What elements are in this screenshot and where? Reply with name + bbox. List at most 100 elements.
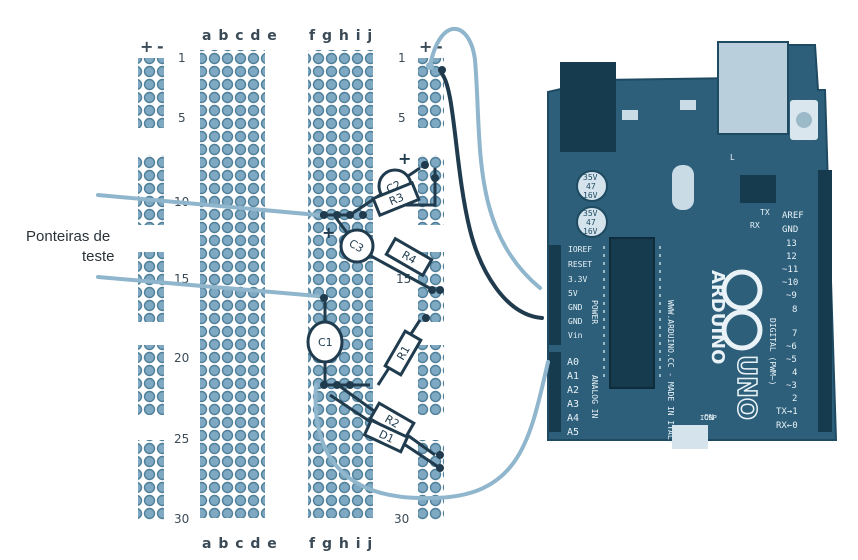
rail-plus-sign: + bbox=[140, 37, 153, 56]
arduino-board: 35V 47 16V 35V 47 16V WWW.ARDUINO.CC - M… bbox=[547, 41, 838, 449]
usb-chip bbox=[740, 175, 776, 203]
terminal-strip-left bbox=[200, 50, 265, 518]
digital-header-socket bbox=[818, 170, 832, 432]
tx-led-label: TX bbox=[760, 208, 770, 217]
probe-label-line1: Ponteiras de bbox=[26, 228, 110, 245]
column-letters-top-left: a b c d e bbox=[202, 28, 278, 44]
wire-gnd bbox=[440, 72, 544, 320]
power-pin-label: RESET bbox=[568, 260, 592, 269]
label-c2: C2 bbox=[384, 178, 403, 196]
digital-pin-label: ~5 bbox=[786, 355, 797, 365]
power-pin-label: IOREF bbox=[568, 245, 592, 254]
board-url: WWW.ARDUINO.CC - MADE IN ITALY bbox=[666, 300, 675, 445]
analog-header-socket bbox=[549, 352, 561, 432]
digital-pin-label: 7 bbox=[792, 329, 797, 339]
power-header-label: POWER bbox=[590, 300, 599, 324]
digital-pin-label: RX←0 bbox=[776, 421, 798, 431]
resistor-r3 bbox=[371, 180, 421, 218]
terminal-strip-right bbox=[308, 50, 373, 518]
probe-label: Ponteiras de teste bbox=[26, 228, 115, 265]
row-number: 1 bbox=[398, 51, 406, 65]
cap-marking: 47 bbox=[586, 218, 596, 227]
analog-pin-label: A1 bbox=[567, 371, 579, 382]
cap-marking: 16V bbox=[583, 227, 598, 236]
analog-header-label: ANALOG IN bbox=[590, 375, 599, 419]
probe-wire-top bbox=[96, 193, 320, 217]
smd-part bbox=[622, 110, 638, 120]
digital-pin-label: ~11 bbox=[782, 265, 798, 275]
analog-pin-label: A2 bbox=[567, 385, 579, 396]
rail-hole-group bbox=[138, 440, 164, 520]
usb-connector bbox=[717, 41, 789, 135]
analog-pin-label: A3 bbox=[567, 399, 579, 410]
column-letters-top-right: f g h i j bbox=[309, 28, 373, 44]
cap-marking: 35V bbox=[583, 173, 598, 182]
digital-pin-label: 12 bbox=[786, 252, 797, 262]
row-number: 5 bbox=[398, 111, 406, 125]
label-c3: C3 bbox=[347, 237, 366, 256]
digital-pin-label: AREF bbox=[782, 211, 804, 221]
row-number: 5 bbox=[178, 111, 186, 125]
crystal bbox=[672, 165, 694, 210]
rx-led-label: RX bbox=[750, 221, 760, 230]
terminal-dots bbox=[320, 62, 446, 472]
power-pin-label: GND bbox=[568, 317, 583, 326]
icsp-label: ICSP bbox=[700, 414, 717, 422]
column-letters-bottom-right: f g h i j bbox=[309, 536, 373, 552]
row-number: 30 bbox=[174, 512, 189, 526]
l-led-label: L bbox=[730, 153, 735, 162]
components bbox=[306, 166, 441, 470]
diode-d1 bbox=[362, 418, 410, 454]
row-number: 25 bbox=[174, 432, 189, 446]
probe-label-line2: teste bbox=[82, 248, 115, 265]
rail-hole-group bbox=[418, 345, 444, 415]
label-r4: R4 bbox=[399, 248, 418, 267]
digital-pin-label: 4 bbox=[792, 368, 797, 378]
row-numbers-right: 1 5 15 30 bbox=[394, 51, 411, 526]
power-pin-label: 3.3V bbox=[568, 275, 587, 284]
resistor-r4 bbox=[384, 236, 434, 278]
capacitor-c1 bbox=[306, 320, 344, 364]
digital-pin-label: ~6 bbox=[786, 342, 797, 352]
reset-button-cap bbox=[796, 112, 812, 128]
digital-pin-label: GND bbox=[782, 225, 798, 235]
digital-header: AREF GND 13 12 ~11 ~10 ~9 8 7 ~6 ~5 4 ~3… bbox=[768, 170, 832, 432]
model-name: UNO bbox=[731, 355, 761, 420]
digital-pin-label: 8 bbox=[792, 305, 797, 315]
row-number: 20 bbox=[174, 351, 189, 365]
column-letters-bottom-left: a b c d e bbox=[202, 536, 278, 552]
rail-hole-group bbox=[138, 58, 164, 128]
digital-pin-label: TX→1 bbox=[776, 407, 798, 417]
analog-header: A0 A1 A2 A3 A4 A5 ANALOG IN bbox=[549, 352, 599, 438]
breadboard: + - + - a b c d e f g h i j a b c d e f … bbox=[138, 28, 444, 552]
icsp-header: ICSP bbox=[672, 414, 717, 449]
wire-a0 bbox=[313, 360, 550, 501]
power-pin-label: Vin bbox=[568, 331, 583, 340]
digital-pin-label: ~10 bbox=[782, 278, 798, 288]
onboard-capacitor bbox=[576, 206, 608, 238]
power-jack bbox=[560, 62, 616, 152]
icsp-pins bbox=[672, 425, 708, 449]
power-header-socket bbox=[549, 245, 561, 345]
smd-part bbox=[680, 100, 696, 110]
label-r2: R2 bbox=[382, 412, 401, 431]
digital-pin-label: 2 bbox=[792, 394, 797, 404]
arduino-logo-left bbox=[721, 269, 763, 311]
onboard-capacitor bbox=[576, 170, 608, 202]
label-r3: R3 bbox=[387, 191, 405, 209]
chip-pins bbox=[603, 246, 661, 382]
brand-name: ARDUINO bbox=[707, 270, 728, 364]
rail-hole-group bbox=[138, 345, 164, 415]
digital-pin-label: ~3 bbox=[786, 381, 797, 391]
c3-polarity-plus: + bbox=[322, 223, 335, 242]
resistor-r1 bbox=[383, 329, 423, 377]
power-pin-label: GND bbox=[568, 303, 583, 312]
analog-pin-label: A0 bbox=[567, 357, 579, 368]
digital-header-label: DIGITAL (PWM~) bbox=[768, 318, 777, 385]
cap-marking: 16V bbox=[583, 191, 598, 200]
rail-minus-sign: - bbox=[157, 37, 164, 56]
on-led-label: ON bbox=[704, 413, 714, 422]
analog-pin-label: A4 bbox=[567, 413, 579, 424]
rail-minus-sign: - bbox=[436, 37, 443, 56]
capacitor-c3 bbox=[339, 228, 375, 264]
